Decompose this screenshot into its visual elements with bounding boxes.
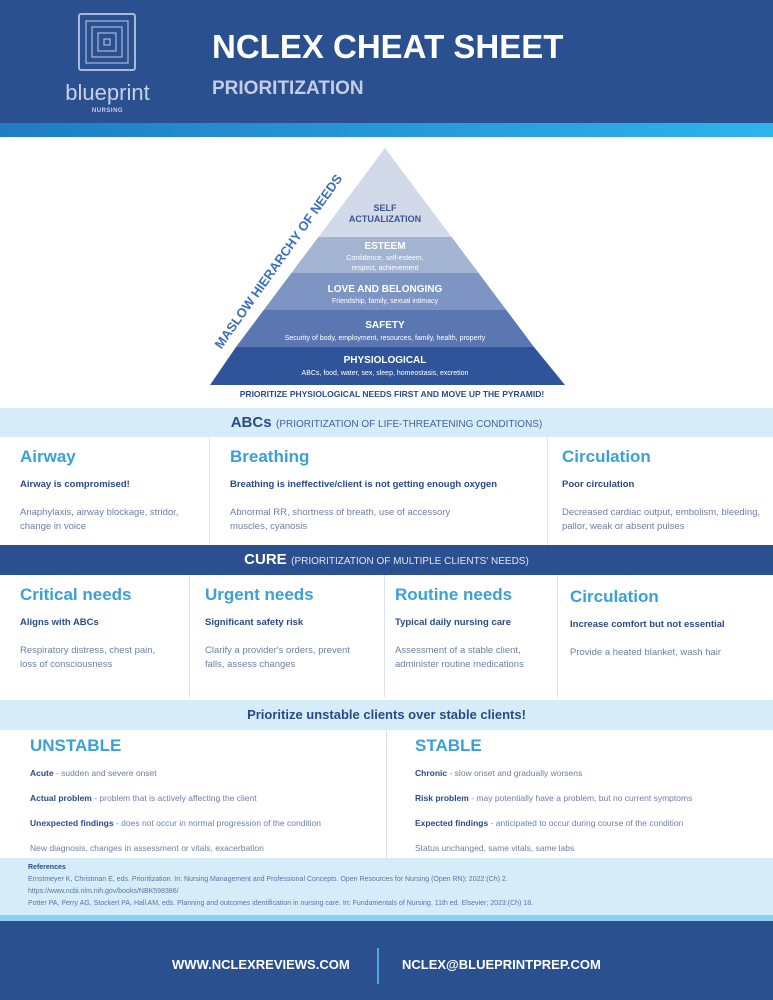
column-summary: Airway is compromised! bbox=[20, 479, 130, 490]
term: Risk problem bbox=[415, 793, 469, 803]
column-desc: Abnormal RR, shortness of breath, use of… bbox=[230, 507, 451, 532]
column-summary: Breathing is ineffective/client is not g… bbox=[230, 479, 498, 490]
list-item: Chronic - slow onset and gradually worse… bbox=[415, 768, 745, 778]
references-title: References bbox=[28, 864, 66, 871]
definition: New diagnosis, changes in assessment or … bbox=[30, 843, 264, 853]
pyramid-level-love bbox=[263, 273, 507, 310]
column-heading: Breathing bbox=[230, 447, 310, 466]
definition: - problem that is actively affecting the… bbox=[91, 793, 257, 803]
stability-banner-text: Prioritize unstable clients over stable … bbox=[247, 707, 526, 722]
cure-note: (PRIORITIZATION OF MULTIPLE CLIENTS' NEE… bbox=[291, 556, 529, 567]
maslow-pyramid: SELF ACTUALIZATION ESTEEM Confidence, se… bbox=[210, 148, 565, 399]
reference-line: Potter PA, Perry AG, Stockert PA, Hall A… bbox=[28, 900, 534, 907]
definition: - anticipated to occur during course of … bbox=[488, 818, 684, 828]
website-link[interactable]: WWW.NCLEXREVIEWS.COM bbox=[172, 957, 350, 972]
column-desc: Assessment of a stable client, administe… bbox=[395, 645, 524, 670]
reference-line: Ernstmeyer K, Christman E, eds. Prioriti… bbox=[28, 876, 508, 883]
list-item: Expected findings - anticipated to occur… bbox=[415, 818, 745, 828]
term: Chronic bbox=[415, 768, 448, 778]
stable-column: STABLE Chronic - slow onset and graduall… bbox=[387, 730, 773, 858]
cure-column-routine: Routine needs Typical daily nursing care… bbox=[385, 575, 558, 698]
definition: - does not occur in normal progression o… bbox=[113, 818, 322, 828]
column-heading: Critical needs bbox=[20, 585, 132, 604]
term: Unexpected findings bbox=[30, 818, 114, 828]
column-heading: Circulation bbox=[570, 587, 659, 606]
term: Actual problem bbox=[30, 793, 92, 803]
cure-column-comfort: Circulation Increase comfort but not ess… bbox=[558, 577, 773, 698]
level-title: ESTEEM bbox=[364, 241, 405, 252]
pyramid-level-safety bbox=[236, 310, 534, 347]
abc-column-airway: Airway Airway is compromised! Anaphylaxi… bbox=[0, 437, 210, 545]
level-title: ACTUALIZATION bbox=[349, 214, 421, 224]
brand-sub: NURSING bbox=[91, 108, 124, 114]
level-desc: ABCs, food, water, sex, sleep, homeostas… bbox=[302, 370, 469, 377]
unstable-column: UNSTABLE Acute - sudden and severe onset… bbox=[0, 730, 387, 858]
level-desc: Security of body, employment, resources,… bbox=[285, 335, 486, 342]
definition: - sudden and severe onset bbox=[53, 768, 157, 778]
cure-column-critical: Critical needs Aligns with ABCs Respirat… bbox=[0, 575, 190, 698]
cure-title: CURE bbox=[244, 551, 287, 568]
abcs-band: ABCs (PRIORITIZATION OF LIFE-THREATENING… bbox=[0, 408, 773, 437]
column-desc: Provide a heated blanket, wash hair bbox=[570, 647, 722, 658]
level-title: SAFETY bbox=[365, 320, 405, 331]
pyramid-level-esteem bbox=[291, 237, 479, 273]
brand-name: blueprint bbox=[65, 80, 150, 105]
column-heading: Routine needs bbox=[395, 585, 513, 604]
cure-band: CURE (PRIORITIZATION OF MULTIPLE CLIENTS… bbox=[0, 545, 773, 575]
level-desc: Confidence, self-esteem, bbox=[346, 255, 423, 262]
column-summary: Typical daily nursing care bbox=[395, 617, 511, 628]
column-heading: Urgent needs bbox=[205, 585, 314, 604]
abcs-note: (PRIORITIZATION OF LIFE-THREATENING COND… bbox=[276, 419, 543, 430]
level-desc: Friendship, family, sexual intimacy bbox=[332, 298, 439, 305]
column-summary: Aligns with ABCs bbox=[20, 617, 99, 628]
footer bbox=[0, 915, 773, 1000]
header-stripe bbox=[0, 123, 773, 137]
reference-link[interactable]: https://www.ncbi.nlm.nih.gov/books/NBK59… bbox=[28, 888, 179, 895]
cure-column-urgent: Urgent needs Significant safety risk Cla… bbox=[190, 575, 385, 698]
blueprint-logo-icon bbox=[78, 13, 136, 71]
definition: - slow onset and gradually worsens bbox=[447, 768, 583, 778]
column-summary: Poor circulation bbox=[562, 479, 635, 490]
header bbox=[0, 0, 773, 123]
level-title: PHYSIOLOGICAL bbox=[344, 355, 427, 366]
stability-banner: Prioritize unstable clients over stable … bbox=[0, 700, 773, 730]
stable-heading: STABLE bbox=[415, 736, 482, 755]
list-item: Unexpected findings - does not occur in … bbox=[30, 818, 356, 828]
email-link[interactable]: NCLEX@BLUEPRINTPREP.COM bbox=[402, 957, 601, 972]
level-title: LOVE AND BELONGING bbox=[328, 284, 443, 295]
pyramid-level-self-actualization bbox=[318, 148, 452, 237]
list-item: Risk problem - may potentially have a pr… bbox=[415, 793, 745, 803]
page-title: NCLEX CHEAT SHEET bbox=[212, 28, 564, 65]
list-item: New diagnosis, changes in assessment or … bbox=[30, 843, 356, 853]
level-desc: respect, achievement bbox=[352, 265, 419, 272]
list-item: Status unchanged, same vitals, same labs bbox=[415, 843, 745, 853]
column-summary: Significant safety risk bbox=[205, 617, 304, 628]
column-heading: Airway bbox=[20, 447, 76, 466]
abcs-title: ABCs bbox=[230, 414, 272, 431]
pyramid-footer: PRIORITIZE PHYSIOLOGICAL NEEDS FIRST AND… bbox=[240, 389, 545, 399]
column-desc: Respiratory distress, chest pain, loss o… bbox=[20, 645, 156, 670]
column-heading: Circulation bbox=[562, 447, 651, 466]
abc-column-circulation: Circulation Poor circulation Decreased c… bbox=[548, 437, 773, 545]
references: References Ernstmeyer K, Christman E, ed… bbox=[0, 858, 773, 915]
level-title: SELF bbox=[373, 203, 397, 213]
definition: - may potentially have a problem, but no… bbox=[468, 793, 693, 803]
definition: Status unchanged, same vitals, same labs bbox=[415, 843, 575, 853]
term: Acute bbox=[30, 768, 54, 778]
unstable-heading: UNSTABLE bbox=[30, 736, 122, 755]
column-desc: Anaphylaxis, airway blockage, stridor, c… bbox=[20, 507, 179, 532]
page-subtitle: PRIORITIZATION bbox=[212, 78, 364, 99]
list-item: Actual problem - problem that is activel… bbox=[30, 793, 356, 803]
footer-divider bbox=[377, 948, 379, 984]
pyramid-level-physiological bbox=[210, 347, 565, 385]
column-desc: Decreased cardiac output, embolism, blee… bbox=[562, 507, 761, 532]
list-item: Acute - sudden and severe onset bbox=[30, 768, 356, 778]
term: Expected findings bbox=[415, 818, 489, 828]
column-summary: Increase comfort but not essential bbox=[570, 619, 725, 630]
column-desc: Clarify a provider's orders, prevent fal… bbox=[205, 645, 350, 670]
abc-column-breathing: Breathing Breathing is ineffective/clien… bbox=[210, 437, 548, 545]
